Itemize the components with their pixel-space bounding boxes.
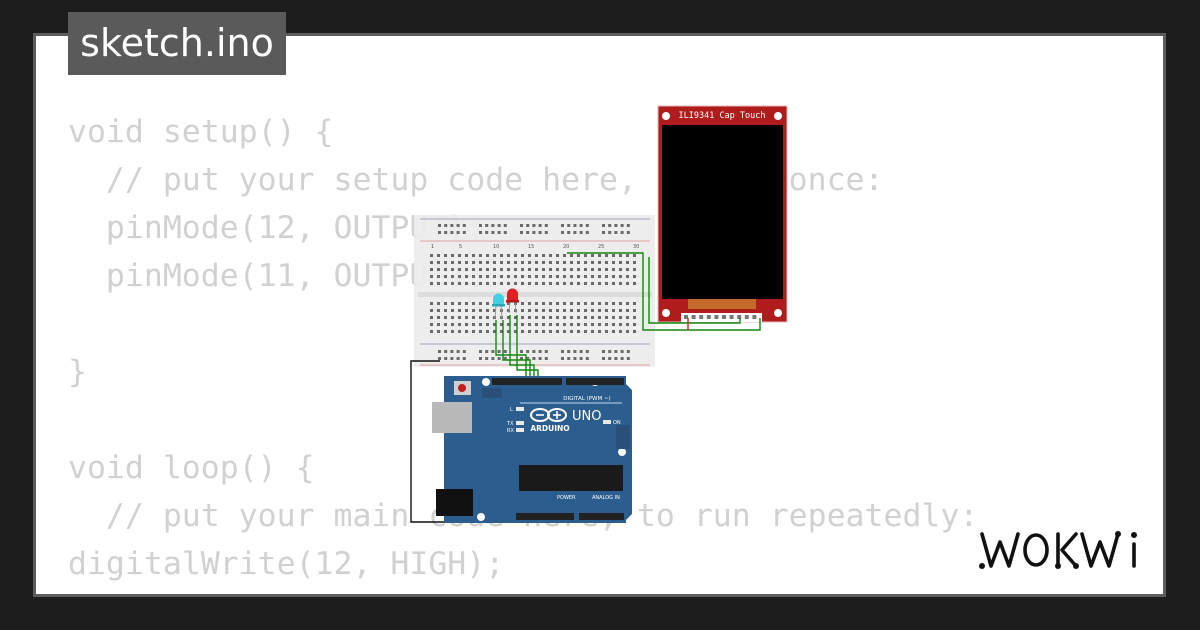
breadboard-holes [430, 224, 636, 360]
code-line: digitalWrite(12, HIGH); [68, 546, 505, 582]
digital-label: DIGITAL (PWM ~) [563, 396, 610, 402]
display-screen [662, 125, 783, 299]
code-line: // put your setup code here, to run once… [68, 162, 884, 198]
bb-col-10: 10 [493, 244, 499, 250]
tx-label: TX [506, 421, 514, 427]
on-label: ON [613, 420, 621, 426]
display-title: ILI9341 Cap Touch [679, 111, 766, 121]
code-line: void loop() { [68, 450, 315, 486]
brand-label: ARDUINO [530, 424, 569, 433]
wires [410, 252, 761, 523]
power-label: POWER [557, 495, 576, 501]
wokwi-logo-icon [979, 531, 1137, 569]
model-label: UNO [572, 409, 601, 424]
rx-label: RX [507, 428, 514, 434]
arduino-uno[interactable]: DIGITAL (PWM ~) UNO ARDUINO L TX RX ON P… [432, 376, 632, 523]
bb-col-15: 15 [528, 244, 534, 250]
bb-col-20: 20 [563, 244, 569, 250]
bb-col-1: 1 [431, 244, 434, 250]
code-line: } [68, 354, 87, 390]
atmega-chip [519, 465, 623, 491]
power-jack [436, 489, 473, 516]
usb-port [432, 402, 472, 433]
breadboard-column-numbers: 1 5 10 15 20 25 30 [431, 244, 639, 250]
led-red[interactable] [506, 288, 519, 314]
breadboard: 1 5 10 15 20 25 30 [414, 215, 655, 367]
l-label: L [510, 407, 513, 413]
bb-col-25: 25 [598, 244, 604, 250]
code-line: void setup() { [68, 114, 334, 150]
analog-label: ANALOG IN [592, 495, 620, 501]
led-cyan[interactable] [492, 293, 505, 319]
bb-col-5: 5 [459, 244, 462, 250]
bb-col-30: 30 [633, 244, 639, 250]
file-tab[interactable]: sketch.ino [68, 12, 286, 75]
tft-display[interactable]: ILI9341 Cap Touch [657, 105, 788, 323]
arduino-logo-icon [530, 408, 567, 422]
display-pins [684, 315, 757, 319]
